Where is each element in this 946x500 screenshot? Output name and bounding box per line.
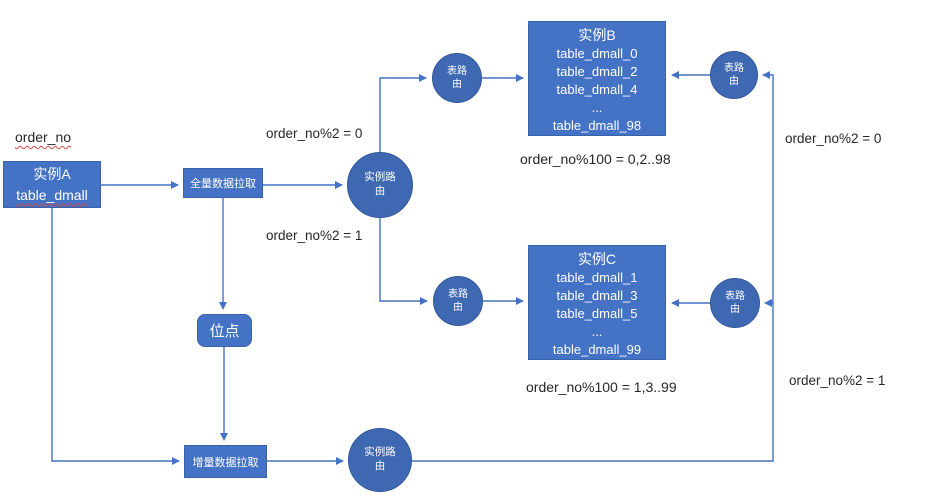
table-name-ellipsis: ... — [591, 100, 603, 115]
incremental-data-pull-label: 增量数据拉取 — [192, 456, 259, 469]
instance-c-node: 实例C table_dmall_1 table_dmall_3 table_dm… — [528, 245, 666, 360]
table-name-ellipsis: ... — [591, 324, 603, 339]
full-data-pull-label: 全量数据拉取 — [190, 178, 256, 190]
instance-a-node: 实例A table_dmall — [3, 161, 101, 208]
table-router-circle-b-left: 表路由 — [432, 53, 482, 103]
instance-a-title: 实例A — [33, 165, 71, 182]
table-router-circle-c-right: 表路由 — [710, 278, 760, 328]
table-name: table_dmall_5 — [556, 306, 638, 321]
mod2-eq1-right-label: order_no%2 = 1 — [789, 373, 886, 388]
table-router-circle-b-right: 表路由 — [710, 51, 758, 99]
table-name: table_dmall_2 — [556, 64, 638, 79]
table-name: table_dmall_99 — [552, 342, 642, 357]
instance-a-table-name: table_dmall — [16, 186, 88, 203]
full-data-pull-node: 全量数据拉取 — [183, 168, 263, 198]
mod100-instance-b-label: order_no%100 = 0,2..98 — [520, 151, 671, 167]
checkpoint-node: 位点 — [197, 314, 252, 347]
table-name: table_dmall_0 — [556, 46, 638, 61]
checkpoint-label: 位点 — [209, 323, 240, 340]
table-router-circle-c-left: 表路由 — [433, 276, 483, 326]
instance-b-node: 实例B table_dmall_0 table_dmall_2 table_dm… — [528, 21, 666, 136]
order-no-label: order_no — [15, 129, 72, 145]
table-router-label: 表路由 — [447, 66, 467, 90]
table-name: table_dmall_3 — [556, 288, 638, 303]
table-name: table_dmall_4 — [556, 82, 638, 97]
table-name: table_dmall_98 — [552, 118, 642, 133]
mod2-eq1-left-label: order_no%2 = 1 — [266, 228, 363, 243]
mod2-eq0-right-label: order_no%2 = 0 — [785, 131, 882, 146]
incremental-data-pull-node: 增量数据拉取 — [184, 445, 267, 478]
table-router-label: 表路由 — [724, 63, 744, 87]
table-router-label: 表路由 — [448, 289, 468, 313]
table-name: table_dmall_1 — [556, 270, 638, 285]
instance-router-label: 实例路由 — [364, 171, 396, 197]
table-router-label: 表路由 — [725, 291, 745, 315]
mod2-eq0-left-label: order_no%2 = 0 — [266, 126, 363, 141]
instance-router-circle-top: 实例路由 — [347, 152, 413, 218]
instance-b-title: 实例B — [578, 27, 616, 43]
mod100-instance-c-label: order_no%100 = 1,3..99 — [526, 379, 677, 395]
instance-c-title: 实例C — [577, 251, 617, 267]
instance-router-label: 实例路由 — [364, 446, 396, 472]
instance-router-circle-bottom: 实例路由 — [348, 428, 412, 492]
